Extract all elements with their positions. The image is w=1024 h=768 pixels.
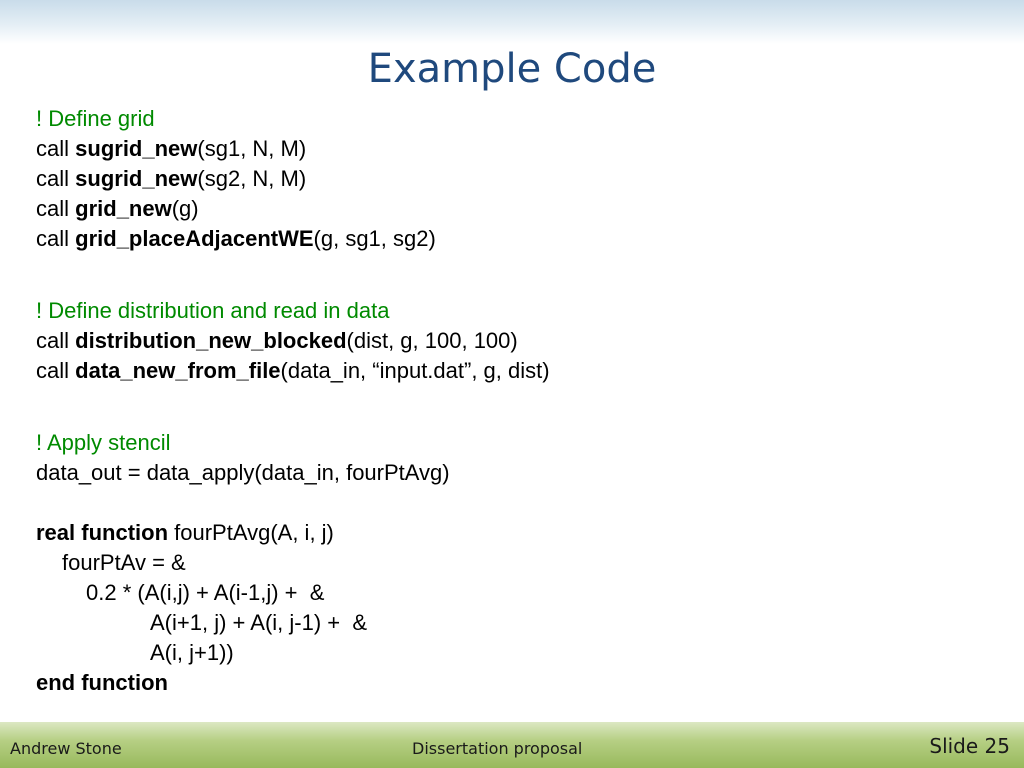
code-line: call grid_placeAdjacentWE(g, sg1, sg2) xyxy=(36,224,996,254)
code-line: call sugrid_new(sg2, N, M) xyxy=(36,164,996,194)
header-band xyxy=(0,0,1024,44)
code-args: (sg2, N, M) xyxy=(197,166,307,191)
function-body-line: A(i+1, j) + A(i, j-1) + & xyxy=(150,610,368,635)
code-line: call data_new_from_file(data_in, “input.… xyxy=(36,356,996,386)
block-spacer xyxy=(36,386,996,428)
code-function-name: grid_placeAdjacentWE xyxy=(75,226,314,251)
code-function-name: sugrid_new xyxy=(75,136,198,161)
code-keyword: end function xyxy=(36,670,168,695)
function-header: real function fourPtAvg(A, i, j) xyxy=(36,518,996,548)
function-signature: fourPtAvg(A, i, j) xyxy=(168,520,334,545)
code-keyword: call xyxy=(36,358,70,383)
block-spacer xyxy=(36,254,996,296)
code-function-name: sugrid_new xyxy=(75,166,198,191)
code-keyword: real function xyxy=(36,520,169,545)
code-comment: ! Define distribution and read in data xyxy=(36,298,390,323)
code-function-name: grid_new xyxy=(75,196,172,221)
function-body-line: fourPtAv = & xyxy=(62,550,186,575)
code-line: call distribution_new_blocked(dist, g, 1… xyxy=(36,326,996,356)
footer-band xyxy=(0,722,1024,768)
slide-number: Slide 25 xyxy=(929,734,1010,758)
code-function-name: data_new_from_file xyxy=(75,358,281,383)
slide-title: Example Code xyxy=(367,46,657,92)
code-keyword: call xyxy=(36,136,70,161)
code-line: data_out = data_apply(data_in, fourPtAvg… xyxy=(36,460,450,485)
code-line: call sugrid_new(sg1, N, M) xyxy=(36,134,996,164)
code-keyword: call xyxy=(36,328,70,353)
function-body-line: A(i, j+1)) xyxy=(150,640,234,665)
code-comment: ! Apply stencil xyxy=(36,430,171,455)
code-comment: ! Define grid xyxy=(36,106,155,131)
code-keyword: call xyxy=(36,166,70,191)
code-function-name: distribution_new_blocked xyxy=(75,328,347,353)
footer-title: Dissertation proposal xyxy=(412,739,583,758)
footer-author: Andrew Stone xyxy=(10,739,122,758)
code-args: (sg1, N, M) xyxy=(197,136,307,161)
code-keyword: call xyxy=(36,226,70,251)
code-args: (g) xyxy=(171,196,199,221)
code-keyword: call xyxy=(36,196,70,221)
code-line: call grid_new(g) xyxy=(36,194,996,224)
function-end: end function xyxy=(36,668,996,698)
block-spacer xyxy=(36,488,996,518)
function-body-line: 0.2 * (A(i,j) + A(i-1,j) + & xyxy=(86,580,325,605)
code-args: (dist, g, 100, 100) xyxy=(346,328,518,353)
code-args: (data_in, “input.dat”, g, dist) xyxy=(280,358,550,383)
code-args: (g, sg1, sg2) xyxy=(313,226,436,251)
code-listing: ! Define grid call sugrid_new(sg1, N, M)… xyxy=(36,104,996,698)
